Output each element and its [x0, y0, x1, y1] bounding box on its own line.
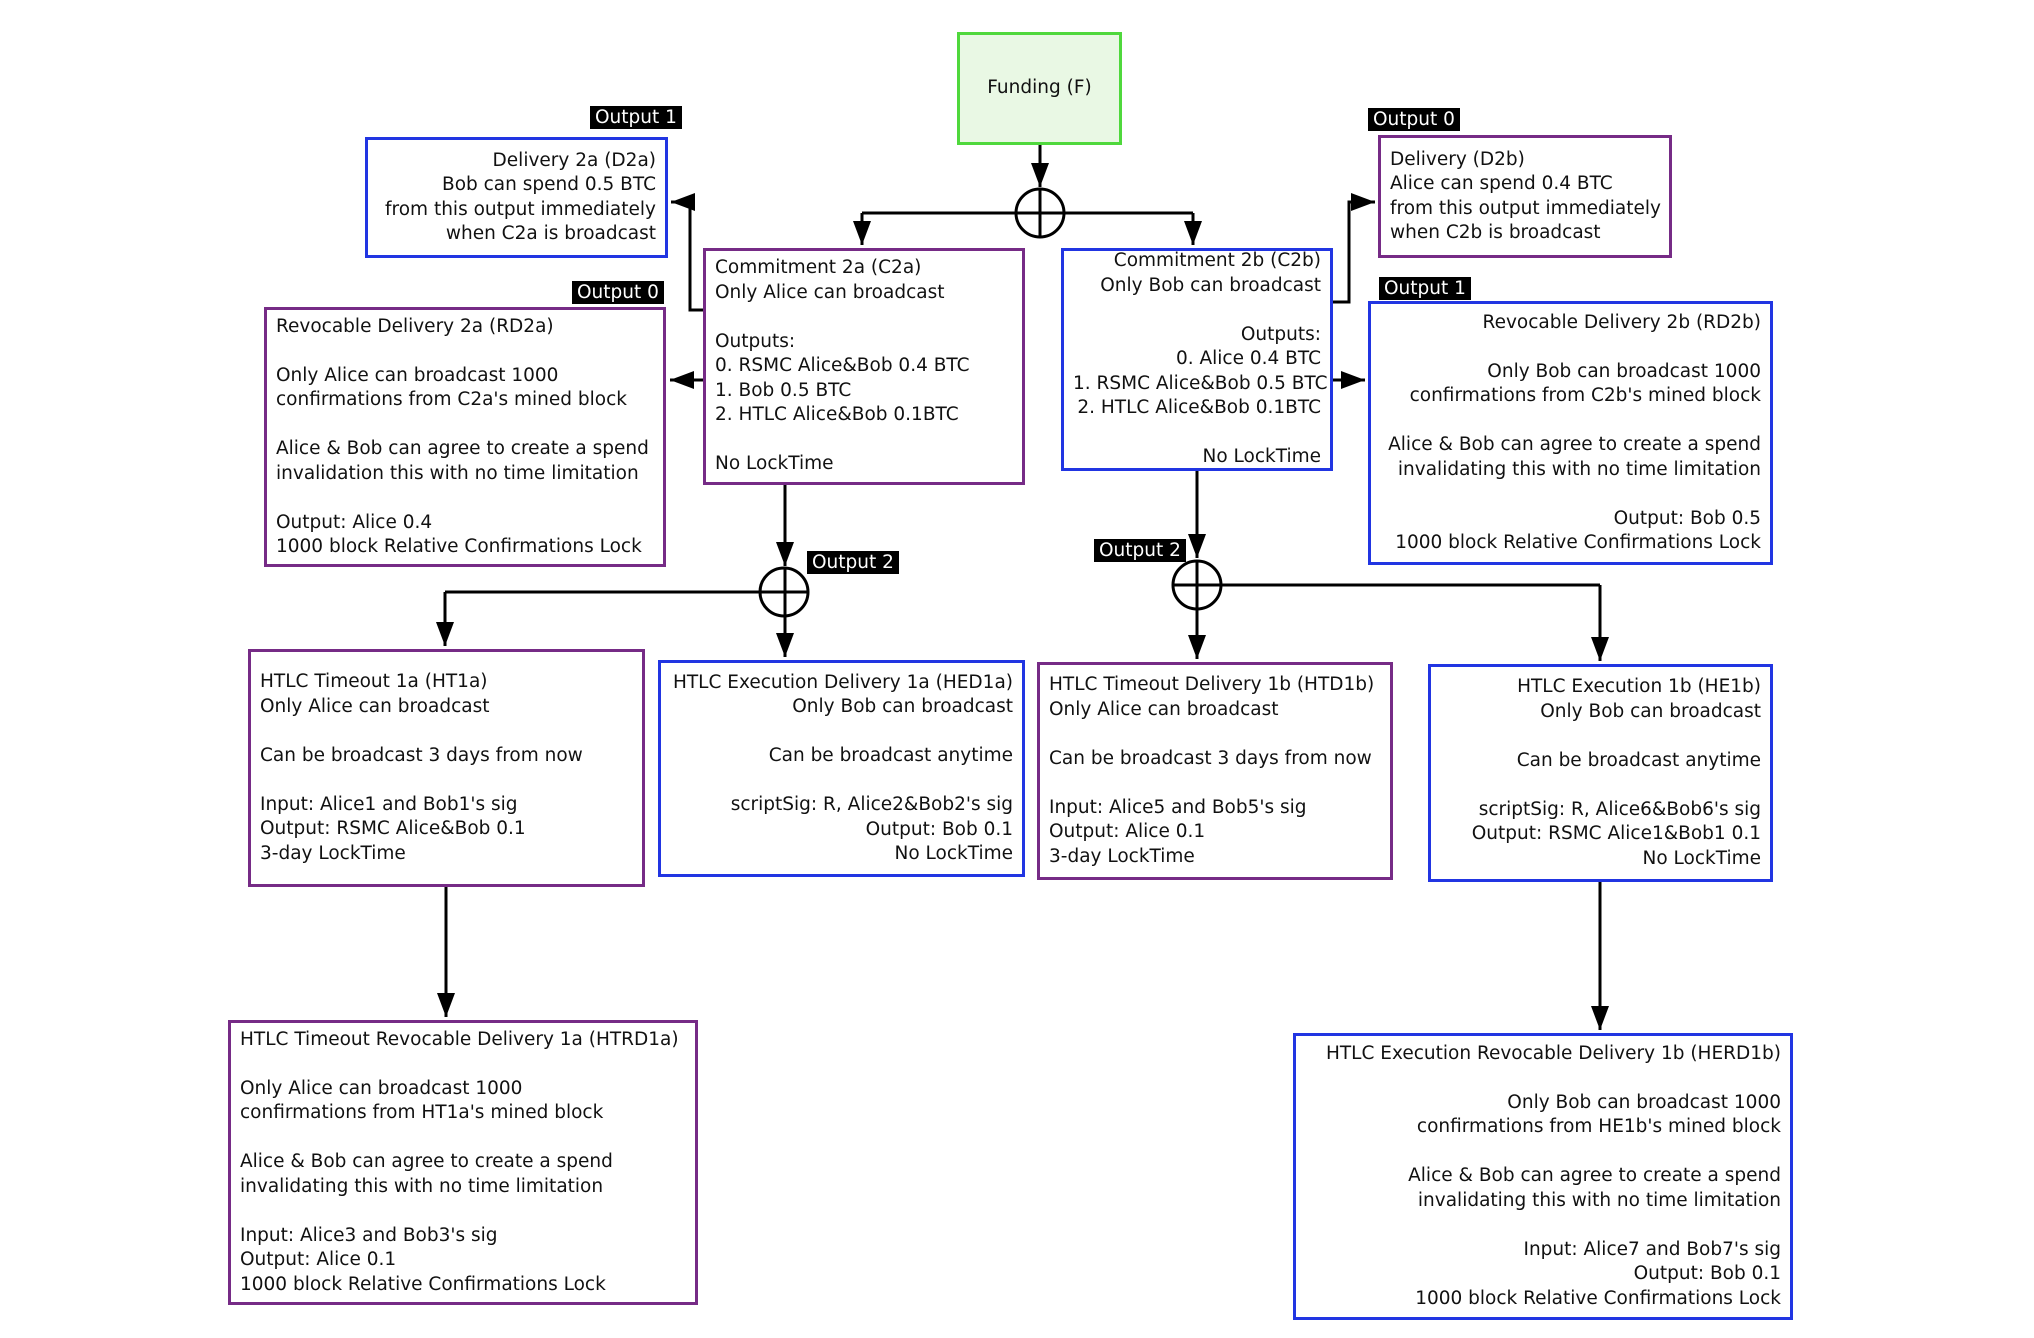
output-0-tag-rd2a: Output 0: [572, 281, 664, 304]
htlc-execution-1b-node: HTLC Execution 1b (HE1b) Only Bob can br…: [1428, 664, 1773, 882]
output-1-tag-rd2b: Output 1: [1379, 277, 1471, 300]
commitment-2b-text: Commitment 2b (C2b) Only Bob can broadca…: [1073, 250, 1328, 468]
revocable-delivery-2b-node: Revocable Delivery 2b (RD2b) Only Bob ca…: [1368, 301, 1773, 565]
htlc-execution-delivery-1a-text: HTLC Execution Delivery 1a (HED1a) Only …: [672, 671, 1013, 865]
delivery-2b-node: Delivery (D2b) Alice can spend 0.4 BTC f…: [1378, 135, 1672, 258]
commitment-2a-node: Commitment 2a (C2a) Only Alice can broad…: [703, 248, 1025, 485]
htlc-execution-revocable-delivery-1b-node: HTLC Execution Revocable Delivery 1b (HE…: [1293, 1033, 1793, 1320]
commitment-2b-node: Commitment 2b (C2b) Only Bob can broadca…: [1061, 248, 1333, 471]
htlc-timeout-delivery-1b-node: HTLC Timeout Delivery 1b (HTD1b) Only Al…: [1037, 662, 1393, 880]
funding-node: Funding (F): [957, 32, 1122, 145]
delivery-2a-node: Delivery 2a (D2a) Bob can spend 0.5 BTC …: [365, 137, 668, 258]
htlc-execution-1b-text: HTLC Execution 1b (HE1b) Only Bob can br…: [1471, 676, 1761, 869]
htlc-execution-delivery-1a-node: HTLC Execution Delivery 1a (HED1a) Only …: [658, 660, 1025, 877]
htlc-timeout-revocable-delivery-1a-node: HTLC Timeout Revocable Delivery 1a (HTRD…: [228, 1020, 698, 1305]
htlc-timeout-1a-node: HTLC Timeout 1a (HT1a) Only Alice can br…: [248, 649, 645, 887]
funding-label: Funding (F): [987, 77, 1092, 99]
output-2-tag-c2b: Output 2: [1094, 539, 1186, 562]
output-2-tag-c2a: Output 2: [807, 551, 899, 574]
revocable-delivery-2b-text: Revocable Delivery 2b (RD2b) Only Bob ca…: [1388, 311, 1761, 554]
delivery-2a-text: Delivery 2a (D2a) Bob can spend 0.5 BTC …: [385, 149, 656, 245]
htlc-timeout-1a-text: HTLC Timeout 1a (HT1a) Only Alice can br…: [260, 671, 583, 864]
htlc-timeout-revocable-delivery-1a-text: HTLC Timeout Revocable Delivery 1a (HTRD…: [240, 1028, 679, 1295]
output-0-tag-d2b: Output 0: [1368, 108, 1460, 131]
revocable-delivery-2a-node: Revocable Delivery 2a (RD2a) Only Alice …: [264, 307, 666, 567]
htlc-execution-revocable-delivery-1b-text: HTLC Execution Revocable Delivery 1b (HE…: [1325, 1042, 1781, 1309]
revocable-delivery-2a-text: Revocable Delivery 2a (RD2a) Only Alice …: [276, 315, 649, 558]
output-1-tag-d2a: Output 1: [590, 106, 682, 129]
delivery-2b-text: Delivery (D2b) Alice can spend 0.4 BTC f…: [1390, 148, 1661, 244]
commitment-2a-text: Commitment 2a (C2a) Only Alice can broad…: [715, 257, 970, 475]
htlc-timeout-delivery-1b-text: HTLC Timeout Delivery 1b (HTD1b) Only Al…: [1049, 674, 1375, 867]
